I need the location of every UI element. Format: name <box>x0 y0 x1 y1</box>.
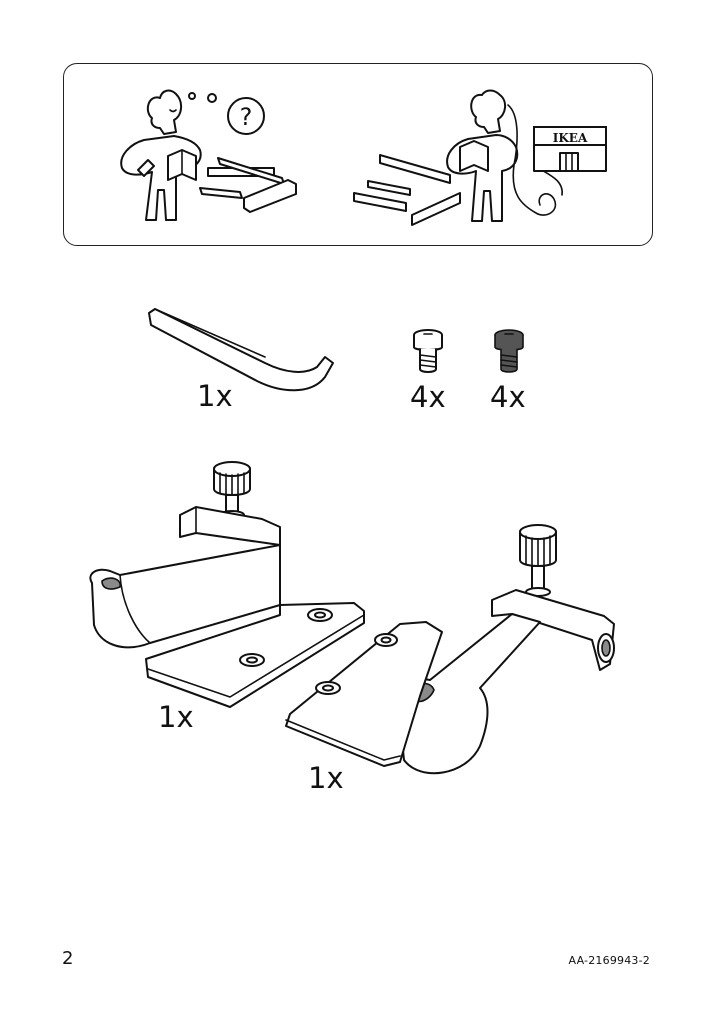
page-number: 2 <box>62 948 74 969</box>
question-mark: ? <box>240 103 253 131</box>
dark-screw-quantity: 4x <box>490 380 526 414</box>
ikea-store-sign: IKEA <box>553 131 588 145</box>
right-bracket-illustration <box>285 524 615 775</box>
calling-ikea-illustration: IKEA <box>353 89 607 226</box>
document-code: AA-2169943-2 <box>568 954 650 967</box>
dark-screw-illustration <box>494 329 524 373</box>
help-panel <box>63 63 653 246</box>
hex-key-illustration <box>148 308 334 392</box>
silver-screw-illustration <box>413 329 443 373</box>
left-bracket-illustration <box>89 461 365 708</box>
right-bracket-quantity: 1x <box>308 761 344 795</box>
confused-person-illustration: ? <box>120 89 297 221</box>
hex-key-quantity: 1x <box>197 379 233 413</box>
left-bracket-quantity: 1x <box>158 700 194 734</box>
silver-screw-quantity: 4x <box>410 380 446 414</box>
